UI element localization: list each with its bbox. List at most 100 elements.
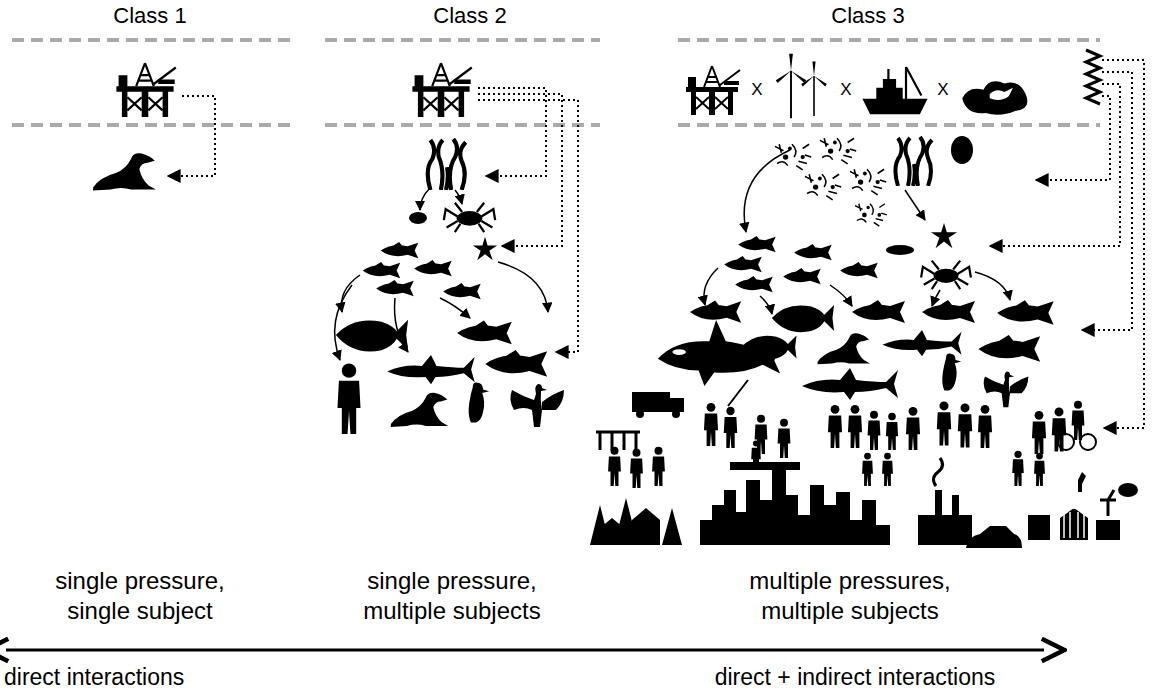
small-fish-icon [414,260,452,276]
pressure-arrow [478,94,562,246]
murre-icon [942,354,961,391]
class-3-panel [590,40,1144,548]
crab-icon [921,261,971,289]
class-heading-holder: Class 3 [793,2,943,30]
dashed-band-line [12,40,290,125]
fish-icon [690,300,741,322]
oil-spill-icon [962,81,1027,114]
person-icon [978,405,992,448]
food-web-arrow [830,285,852,306]
dashed-band-line [325,40,600,125]
murre-icon [469,383,490,423]
shrimp-icon [886,245,914,255]
small-fish-icon [840,262,878,278]
person-icon [1032,411,1046,454]
person-icon [958,403,972,447]
city-skyline [700,470,890,545]
tree-icon [590,498,682,545]
person-icon [608,447,621,486]
truck-wheel [672,410,680,418]
small-fish-icon [738,236,776,252]
institution-buildings [1028,508,1120,540]
car-icon [966,526,1022,548]
bench-icon [730,462,800,470]
salmon-icon [978,335,1040,362]
small-fish-icon [794,244,832,260]
jellyfish-icon [951,136,973,164]
combination-mark: X [932,79,954,100]
food-web-arrow [760,296,772,314]
columns [1062,508,1086,538]
pressure-arrow [478,100,578,352]
plankton-icon [805,174,841,200]
shark-icon [882,330,961,356]
class-description: single pressure, single subject [24,566,256,626]
small-fish-icon [783,268,821,284]
class-1-panel [12,40,290,191]
food-web-arrow [932,290,940,306]
class-description-holder: multiple pressures, multiple subjects [730,566,970,626]
shark-icon [387,355,475,384]
small-fish-icon [363,262,401,278]
oil-platform-icon [686,66,740,115]
plankton-icon [850,169,886,195]
food-web-arrow [905,190,925,220]
pressure-arrow [1102,60,1144,428]
food-web-arrow [440,298,470,318]
person-icon [882,453,893,486]
cormorant-icon [984,372,1029,408]
plankton-icon [820,138,856,164]
wind-turbine-icon [801,62,827,116]
small-fish-icon [443,283,481,299]
settlement-group [590,458,1138,548]
seaweed-icon [428,139,466,190]
plankton-icon [855,204,887,226]
starfish-icon [473,237,497,260]
combination-mark: X [835,79,857,100]
food-web-arrow [704,268,718,305]
person-icon [828,405,842,448]
person-icon [704,403,718,446]
food-web-arrow [975,272,1010,300]
person-icon [1034,453,1045,486]
class-heading-holder: Class 2 [395,2,545,30]
small-fish-icon [724,256,762,272]
bicycle-wheel [1058,434,1074,450]
food-web-arrow [498,262,548,312]
class-description: single pressure, multiple subjects [336,566,568,626]
pier-icon [596,432,640,450]
person-icon [751,441,761,470]
salmon-icon [485,350,547,377]
class-heading: Class 1 [75,2,225,30]
person-icon [937,401,951,445]
person-icon [886,413,898,450]
dashed-band-line [678,40,1100,125]
pressure-arrow [168,96,215,176]
fish-icon [922,300,975,323]
small-fish-icon [735,276,773,292]
pressure-arrow [990,84,1120,246]
person-icon [868,411,881,450]
pressure-bracket [1086,50,1100,104]
person-icon [652,447,665,486]
wind-turbine-icon [776,54,806,119]
gradient-end-label-holder: direct interactions [4,663,244,692]
combination-mark: X [746,79,768,100]
rockfish-icon [741,335,796,359]
gradient-end-label: direct + indirect interactions [670,663,1040,692]
combination-mark-holder: X [746,79,768,100]
oil-platform-icon [412,63,471,117]
person-icon [906,407,920,450]
oil-platform-icon [116,63,175,117]
salmon-icon [997,300,1054,325]
small-fish-icon [381,242,419,258]
shark-icon [802,368,898,400]
class-description: multiple pressures, multiple subjects [730,566,970,626]
factory-icon [918,490,972,545]
food-web-arrow [335,285,352,360]
class-description-holder: single pressure, multiple subjects [336,566,568,626]
person-icon [630,449,643,488]
starfish-icon [931,223,957,248]
class-heading-holder: Class 1 [75,2,225,30]
